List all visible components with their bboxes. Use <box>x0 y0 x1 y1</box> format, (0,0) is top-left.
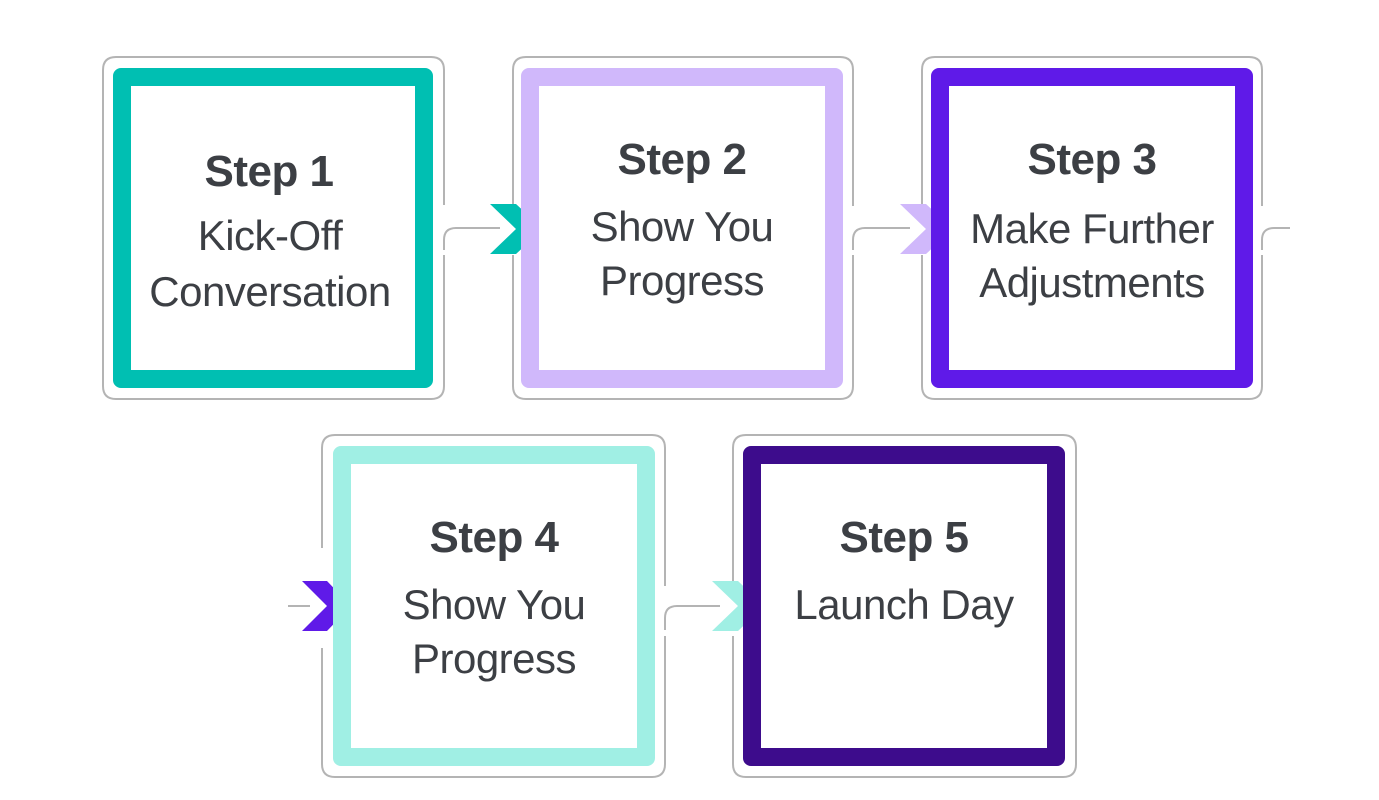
connector-4-5 <box>664 605 720 630</box>
step-1-box: Step 1 Kick-Off Conversation <box>113 68 433 388</box>
step-4-line-2: Progress <box>411 635 577 682</box>
step1-outline <box>102 56 445 400</box>
step-5-box: Step 5 Launch Day <box>743 446 1065 766</box>
step-1-line-1: Kick-Off <box>197 212 343 259</box>
step-5-title: Step 5 <box>839 513 969 562</box>
chevron-right-icon <box>900 204 953 254</box>
step-2-description: Show You Progress <box>539 200 825 308</box>
step-4-box: Step 4 Show You Progress <box>333 446 655 766</box>
step-3-line-2: Adjustments <box>979 259 1205 306</box>
step-3-box: Step 3 Make Further Adjustments <box>931 68 1253 388</box>
step-2-line-2: Progress <box>599 257 765 304</box>
step3-outline <box>921 56 1263 400</box>
step-1-title: Step 1 <box>204 147 334 196</box>
step-2-box: Step 2 Show You Progress <box>521 68 843 388</box>
connector-1-2 <box>443 227 500 250</box>
connector-2-3 <box>852 227 910 250</box>
step-3-description: Make Further Adjustments <box>949 202 1235 310</box>
step-5-line-1: Launch Day <box>794 581 1014 628</box>
step-3-title: Step 3 <box>1027 135 1157 184</box>
step4-outline <box>321 434 666 778</box>
step-4-description: Show You Progress <box>351 578 637 686</box>
step-4-title: Step 4 <box>429 513 559 562</box>
step-5-description: Launch Day <box>761 578 1047 632</box>
step-1-line-2: Conversation <box>149 268 391 315</box>
step-3-line-1: Make Further <box>970 205 1214 252</box>
step5-outline <box>732 434 1077 778</box>
connector-3-out <box>1261 227 1290 250</box>
step-2-title: Step 2 <box>617 135 747 184</box>
chevron-right-icon <box>490 204 543 254</box>
step-2-line-1: Show You <box>590 203 774 250</box>
step-4-line-1: Show You <box>402 581 586 628</box>
step-1-description: Kick-Off Conversation <box>125 208 415 320</box>
step2-outline <box>512 56 854 400</box>
